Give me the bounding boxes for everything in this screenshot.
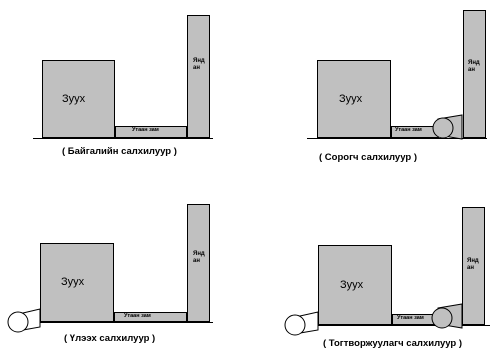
fan-icon	[432, 114, 463, 140]
chimney-label-line-2: ан	[467, 265, 474, 271]
duct-label: Утаан зам	[132, 127, 159, 133]
chimney	[462, 207, 485, 325]
chimney	[187, 204, 210, 322]
furnace-label: Зуух	[61, 276, 85, 288]
caption: ( Байгалийн салхилуур )	[62, 146, 177, 157]
fan-icon	[7, 308, 41, 333]
furnace-box	[40, 243, 114, 322]
furnace-box	[42, 60, 115, 138]
caption: ( Сорогч салхилуур )	[319, 152, 417, 163]
caption: ( Үлээх салхилуур )	[64, 333, 156, 344]
chimney-label-line-1: Янд	[467, 258, 479, 264]
chimney-label-line-1: Янд	[193, 251, 205, 257]
baseline	[28, 322, 213, 323]
chimney-label-line-2: ан	[193, 65, 200, 71]
chimney-label-line-2: ан	[468, 67, 475, 73]
chimney-label: Янд ан	[193, 58, 205, 72]
chimney-label-line-1: Янд	[193, 58, 205, 64]
duct-label: Утаан зам	[397, 315, 424, 321]
furnace-box	[317, 60, 391, 138]
chimney	[463, 10, 486, 138]
chimney-label: Янд ан	[467, 258, 479, 272]
furnace-label: Зуух	[340, 279, 364, 291]
furnace-box	[318, 245, 392, 325]
duct-label: Утаан зам	[124, 313, 151, 319]
baseline	[33, 138, 213, 139]
chimney-label: Янд ан	[468, 60, 480, 74]
furnace-label: Зуух	[62, 93, 86, 105]
chimney-label-line-2: ан	[193, 258, 200, 264]
caption: ( Тогтворжуулагч салхилуур )	[323, 338, 463, 349]
baseline	[307, 138, 487, 139]
chimney	[187, 15, 210, 138]
flue-duct	[114, 312, 187, 322]
fan-icon	[284, 311, 319, 336]
chimney-label: Янд ан	[193, 251, 205, 265]
baseline	[305, 325, 490, 326]
fan-icon	[431, 303, 463, 329]
duct-label: Утаан зам	[395, 127, 422, 133]
chimney-label-line-1: Янд	[468, 60, 480, 66]
flue-duct	[115, 126, 187, 138]
furnace-label: Зуух	[339, 93, 363, 105]
